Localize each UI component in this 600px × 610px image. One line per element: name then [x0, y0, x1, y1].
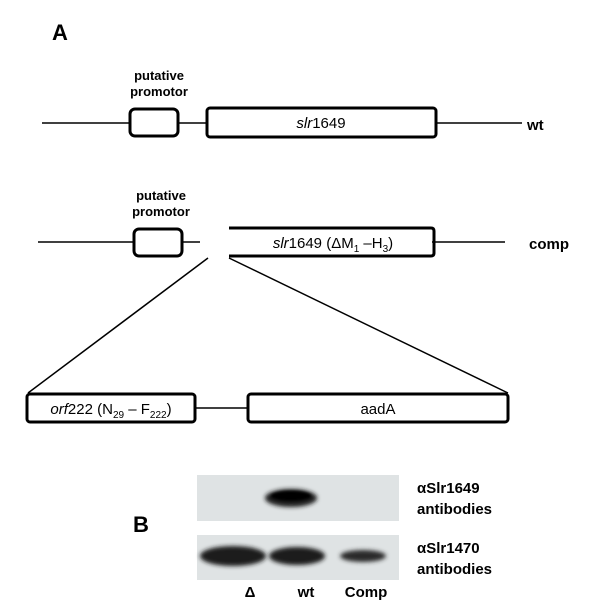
western-blot-slr1649 [197, 475, 399, 521]
wt-strain-label: wt [526, 117, 544, 134]
blot2-band-wt [269, 547, 325, 565]
comp-gene-label: slr1649 (ΔM1 –H3) [273, 235, 393, 255]
expansion-line-right [228, 257, 509, 394]
comp-promoter-label-2: promotor [132, 204, 190, 219]
antibody2-label-1: αSlr1470 [417, 540, 480, 557]
antibody1-label-1: αSlr1649 [417, 480, 480, 497]
wt-gene-label: slr1649 [296, 115, 345, 132]
lane-label-comp: Comp [345, 584, 388, 601]
panel-a-label: A [52, 20, 68, 45]
wt-construct: putative promotor slr1649 wt [42, 68, 544, 139]
comp-construct: putative promotor slr1649 (ΔM1 –H3) comp [38, 188, 569, 258]
comp-strain-label: comp [529, 236, 569, 253]
antibody2-label-2: antibodies [417, 561, 492, 578]
wt-promoter-label-2: promotor [130, 84, 188, 99]
comp-promoter-label-1: putative [136, 188, 186, 203]
insert-cassette: orf222 (N29 – F222) aadA [25, 392, 510, 424]
blot2-band-comp [340, 550, 386, 562]
orf222-box [25, 392, 197, 424]
comp-promoter-box [132, 227, 184, 258]
lane-label-wt: wt [297, 584, 315, 601]
aada-label: aadA [360, 401, 395, 418]
antibody1-label-2: antibodies [417, 501, 492, 518]
blot1-band-wt-core [271, 491, 311, 501]
wt-promoter-label-1: putative [134, 68, 184, 83]
expansion-line-left [27, 257, 209, 394]
aada-box [246, 392, 510, 424]
wt-promoter-box [128, 107, 180, 138]
comp-gene-box [229, 226, 436, 258]
blot2-band-delta [200, 546, 266, 566]
lane-label-delta: Δ [245, 584, 256, 601]
western-blot-slr1470 [197, 535, 399, 580]
wt-gene-box [205, 106, 438, 139]
panel-b-label: B [133, 512, 149, 537]
orf222-label: orf222 (N29 – F222) [50, 401, 171, 421]
